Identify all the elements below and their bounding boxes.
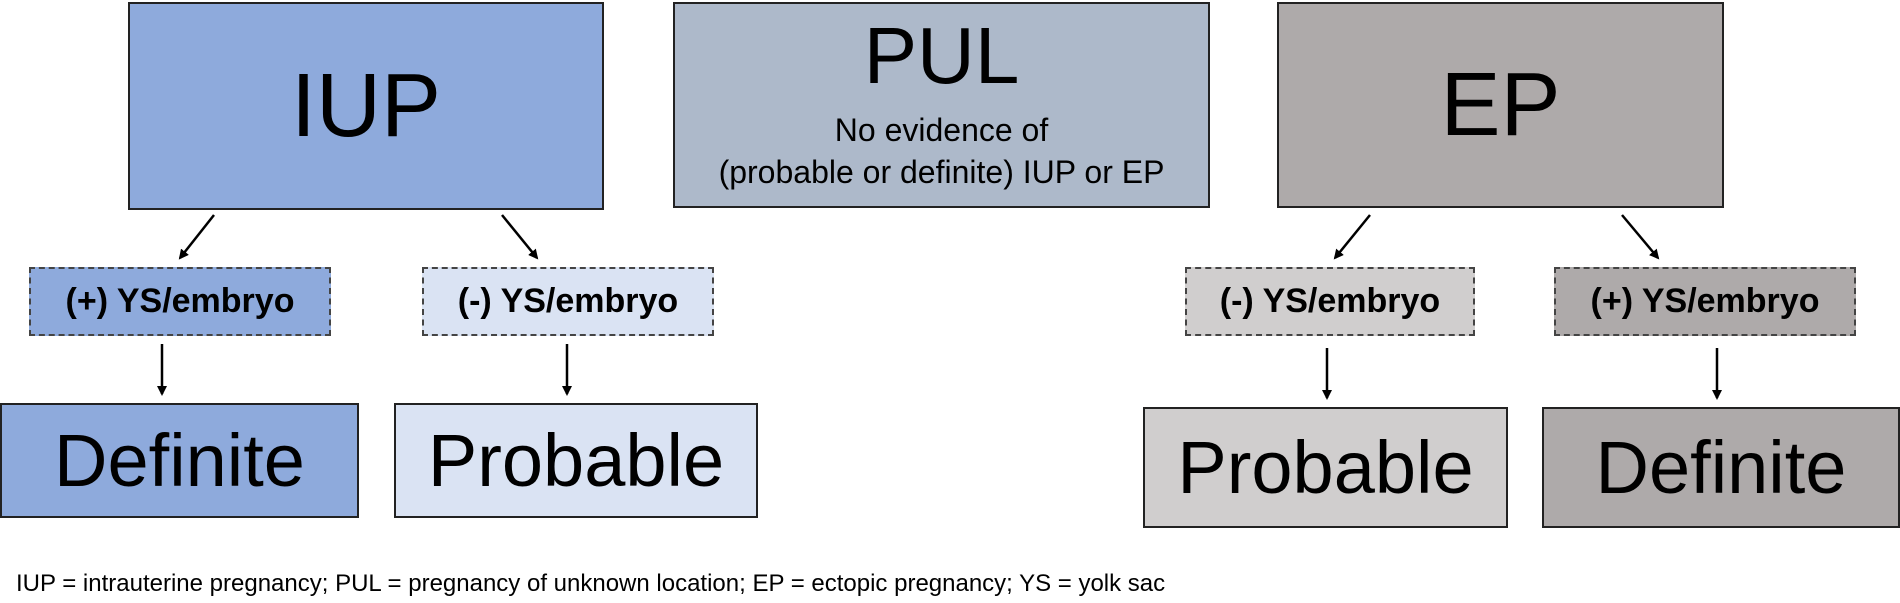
iup-probable-label: Probable [427, 418, 725, 502]
iup-title: IUP [290, 56, 442, 156]
arrow-iup-to-positive-ys [178, 214, 215, 260]
abbreviation-footnote: IUP = intrauterine pregnancy; PUL = preg… [16, 570, 1166, 597]
ep-negative-ys-box: (-) YS/embryo [1185, 267, 1475, 336]
pul-box: PUL No evidence of (probable or definite… [673, 2, 1210, 208]
pul-description-line-2: (probable or definite) IUP or EP [718, 154, 1165, 190]
pul-title: PUL [863, 11, 1020, 101]
ep-positive-ys-box: (+) YS/embryo [1554, 267, 1856, 336]
arrow-ep-to-positive-ys [1621, 214, 1660, 260]
iup-positive-ys-box: (+) YS/embryo [29, 267, 331, 336]
arrow-iup-to-negative-ys [501, 214, 539, 260]
iup-definite-label: Definite [54, 418, 305, 502]
iup-box: IUP [128, 2, 604, 210]
pul-description-line-1: No evidence of [834, 112, 1049, 149]
arrow-ep-to-negative-ys [1333, 214, 1371, 260]
ep-positive-ys-label: (+) YS/embryo [1590, 282, 1820, 320]
iup-negative-ys-label: (-) YS/embryo [457, 282, 679, 320]
iup-definite-box: Definite [0, 403, 359, 518]
iup-probable-box: Probable [394, 403, 758, 518]
ep-probable-box: Probable [1143, 407, 1508, 528]
ep-probable-label: Probable [1177, 425, 1474, 509]
iup-negative-ys-box: (-) YS/embryo [422, 267, 714, 336]
ep-definite-box: Definite [1542, 407, 1900, 528]
ep-negative-ys-label: (-) YS/embryo [1219, 282, 1441, 320]
ep-title: EP [1440, 55, 1561, 155]
iup-positive-ys-label: (+) YS/embryo [65, 282, 295, 320]
ep-box: EP [1277, 2, 1724, 208]
ep-definite-label: Definite [1595, 425, 1847, 509]
